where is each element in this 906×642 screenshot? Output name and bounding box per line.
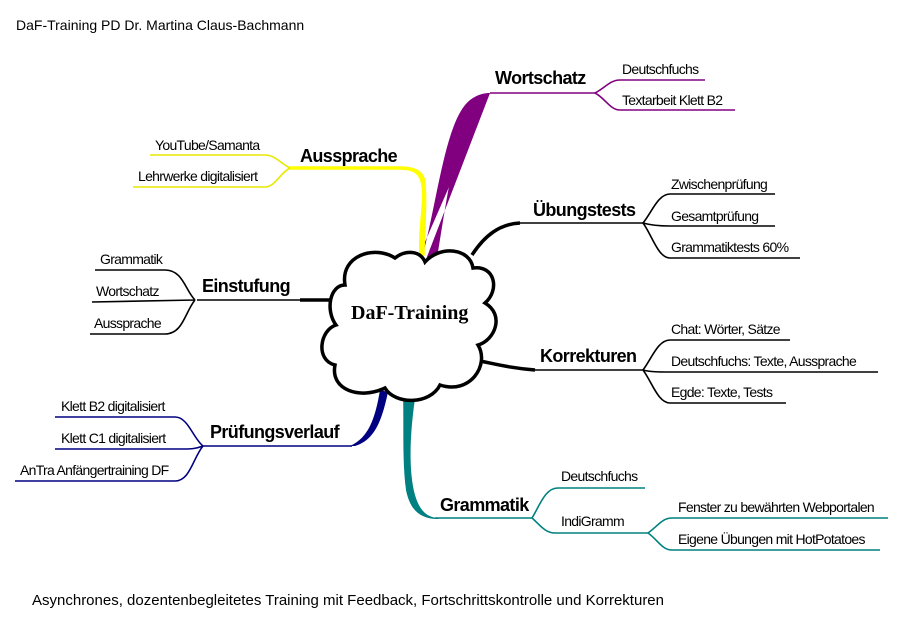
center-node: DaF-Training [320, 249, 498, 403]
footer-caption: Asynchrones, dozentenbegleitetes Trainin… [32, 592, 664, 609]
list-item: Lehrwerke digitalisiert [138, 168, 258, 184]
list-item: Zwischenprüfung [671, 176, 767, 192]
sub-connectors [594, 79, 735, 111]
list-item: Gesamtprüfung [671, 208, 758, 224]
list-item: Klett C1 digitalisiert [61, 430, 166, 446]
list-item: Wortschatz [96, 283, 159, 299]
branch-label: Prüfungsverlauf [210, 422, 341, 442]
list-item: Textarbeit Klett B2 [622, 92, 723, 108]
branch-pruefungsverlauf: Prüfungsverlauf Klett B2 digitalisiert K… [15, 390, 388, 482]
list-item: Deutschfuchs [622, 61, 699, 77]
branch-grammatik: Grammatik Deutschfuchs IndiGramm Fenster… [403, 392, 888, 551]
branch-label: Aussprache [300, 146, 398, 166]
center-label: DaF-Training [351, 302, 468, 324]
list-item: Deutschfuchs [561, 468, 638, 484]
branch-label: Übungstests [533, 200, 636, 220]
branch-connector [289, 166, 427, 256]
list-item: Chat: Wörter, Sätze [671, 321, 781, 337]
list-item: Aussprache [94, 315, 162, 331]
cloud-shape [320, 249, 498, 403]
branch-connector [418, 93, 490, 262]
sub-connectors [15, 416, 204, 482]
sub-connectors [642, 339, 878, 404]
branch-uebungstests: Übungstests Zwischenprüfung Gesamtprüfun… [470, 176, 800, 259]
list-item: YouTube/Samanta [155, 137, 260, 153]
sub-connectors [133, 154, 291, 188]
sub-connectors [90, 269, 196, 335]
sub-sub-connectors [647, 517, 888, 551]
branch-connector [479, 359, 536, 372]
branch-label: Wortschatz [495, 68, 586, 88]
list-item: Egde: Texte, Tests [671, 384, 773, 400]
document-title: DaF-Training PD Dr. Martina Claus-Bachma… [16, 17, 304, 33]
list-item: Klett B2 digitalisiert [61, 398, 165, 414]
list-item: Grammatiktests 60% [671, 239, 789, 255]
branch-label: Korrekturen [540, 346, 636, 366]
branch-einstufung: Einstufung Grammatik Wortschatz Aussprac… [90, 251, 340, 335]
list-item: Fenster zu bewährten Webportalen [678, 499, 874, 515]
branch-connector [470, 221, 521, 256]
branch-aussprache: Aussprache YouTube/Samanta Lehrwerke dig… [133, 137, 427, 256]
list-item: IndiGramm [561, 513, 624, 529]
sub-connectors [642, 193, 800, 259]
list-item: Deutschfuchs: Texte, Aussprache [671, 353, 857, 369]
branch-connector-fill [425, 93, 490, 262]
list-item: Grammatik [100, 251, 164, 267]
sub-connectors [531, 487, 648, 534]
branch-wortschatz: Wortschatz Deutschfuchs Textarbeit Klett… [418, 61, 735, 262]
branch-label: Einstufung [202, 276, 290, 296]
branch-label: Grammatik [440, 495, 530, 515]
branch-connector [350, 390, 388, 446]
list-item: Eigene Übungen mit HotPotatoes [678, 530, 865, 547]
branch-connector [403, 392, 440, 519]
list-item: AnTra Anfängertraining DF [20, 462, 169, 478]
branch-korrekturen: Korrekturen Chat: Wörter, Sätze Deutschf… [479, 321, 878, 404]
